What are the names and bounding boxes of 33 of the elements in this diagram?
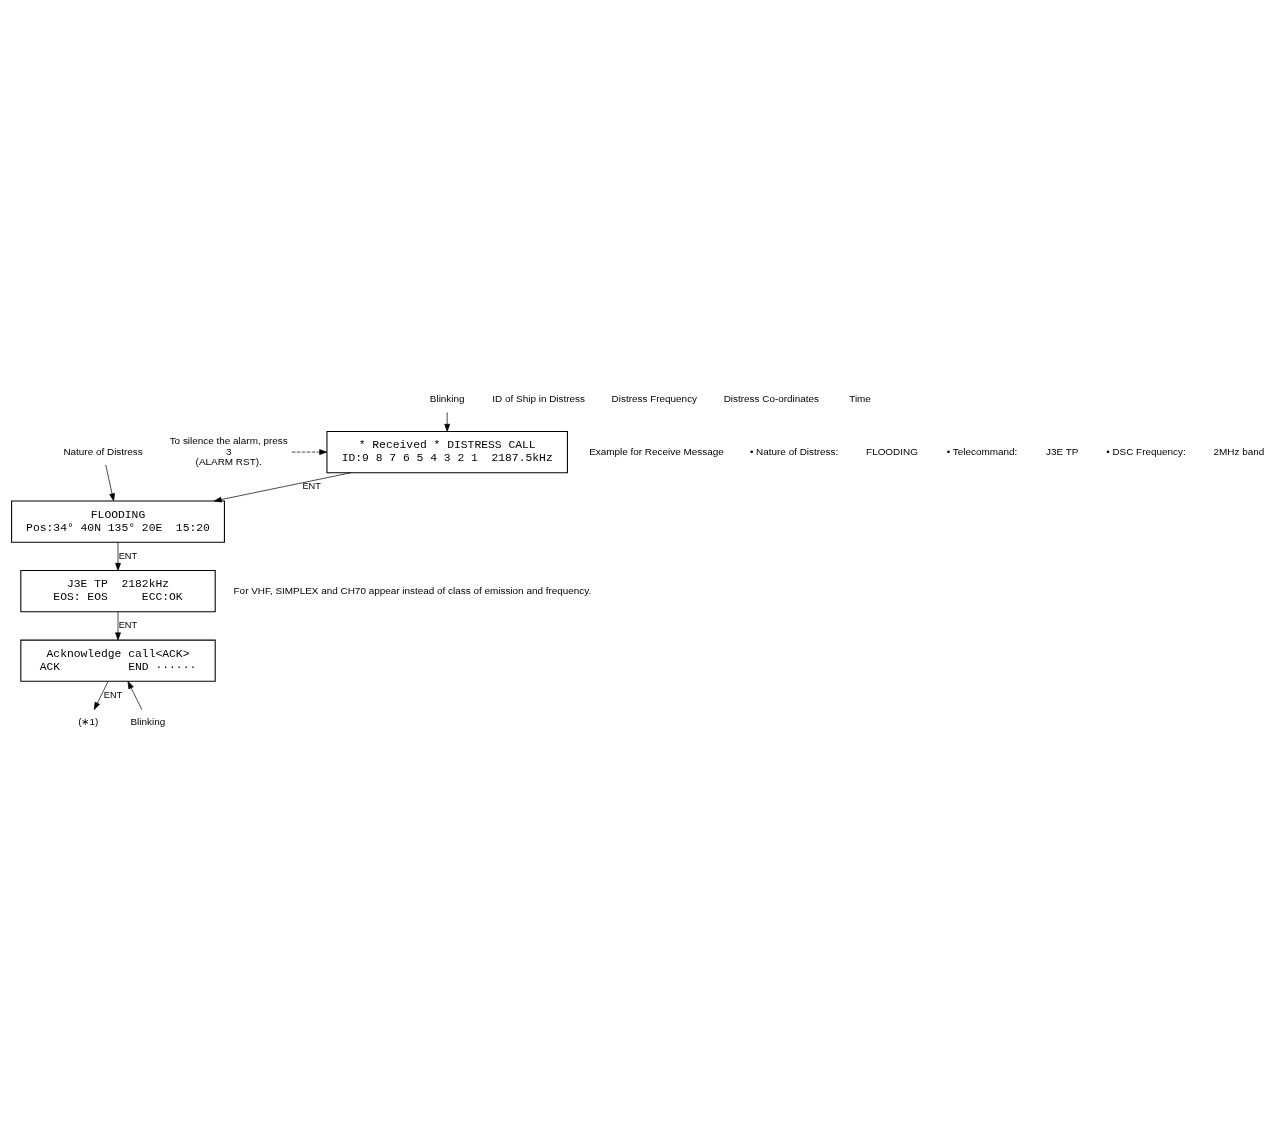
- arrow: [115, 611, 121, 641]
- arrow: [105, 464, 115, 502]
- arrow: [115, 541, 121, 571]
- arrow: [444, 412, 451, 432]
- node-box: * Received * DISTRESS CALL ID:9 8 7 6 5 4 3 2 1 2187.5kHz: [326, 431, 568, 474]
- arrow: [93, 681, 109, 710]
- edge-label: ENT: [118, 550, 138, 561]
- node-box: FLOODING Pos:34° 40N 135° 20E 15:20: [11, 500, 225, 543]
- label: • Nature of Distress:: [749, 445, 839, 457]
- label: ID of Ship in Distress: [492, 393, 586, 405]
- node-box: J3E TP 2182kHz EOS: EOS ECC:OK: [20, 570, 216, 613]
- label: For VHF, SIMPLEX and CH70 appear instead of class of emission and frequency.: [233, 584, 592, 596]
- arrow: [291, 449, 328, 455]
- node-text: Nature of Distress: [63, 445, 143, 457]
- label: Distress Co-ordinates: [723, 393, 820, 405]
- edge-label: ENT: [302, 481, 321, 492]
- label: J3E TP: [1046, 445, 1079, 457]
- label: Distress Frequency: [611, 393, 698, 405]
- label: • DSC Frequency:: [1106, 445, 1186, 457]
- node-text: To silence the alarm, press 3 (ALARM RST).: [169, 435, 288, 468]
- label: Example for Receive Message: [589, 445, 724, 457]
- node-text: (∗1): [78, 716, 99, 728]
- edge-label: ENT: [103, 689, 123, 700]
- arrow: [127, 681, 143, 710]
- node-box: Acknowledge call<ACK> ACK END ······: [20, 639, 216, 682]
- node-text: Blinking: [130, 716, 166, 728]
- label: FLOODING: [866, 445, 918, 457]
- node-text: Blinking: [429, 393, 465, 405]
- edge-label: ENT: [118, 620, 138, 631]
- arrow: [213, 472, 352, 503]
- label: Time: [849, 393, 871, 405]
- label: 2MHz band: [1213, 445, 1265, 457]
- label: • Telecommand:: [946, 445, 1018, 457]
